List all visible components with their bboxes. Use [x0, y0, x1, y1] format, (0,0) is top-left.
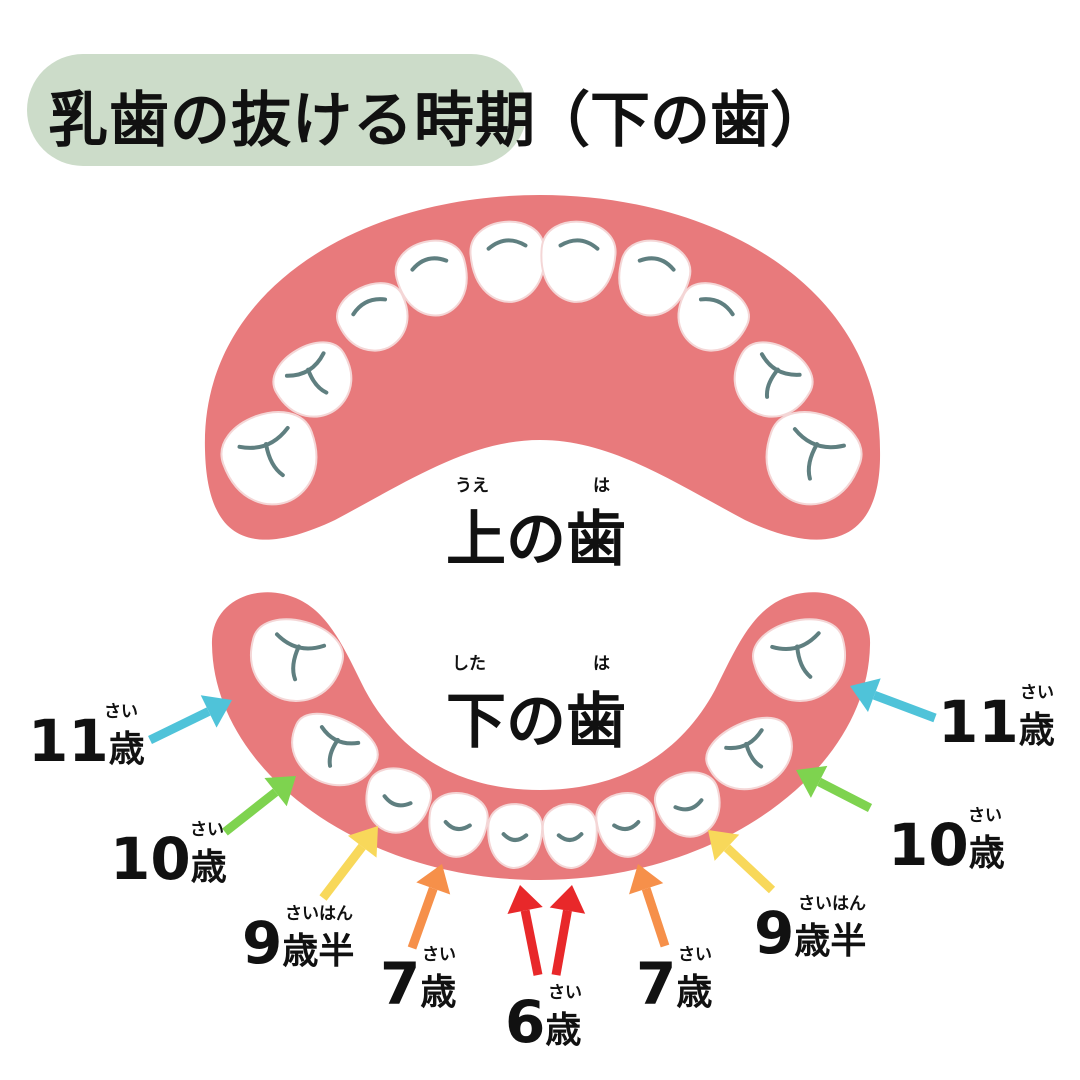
upper-label-ruby-ha: は: [593, 476, 610, 496]
lower-tooth-8: [654, 771, 721, 838]
lower-tooth-6: [541, 803, 598, 869]
age-label-right-10: 10歳: [888, 811, 1005, 879]
upper-tooth-8: [677, 282, 750, 352]
arrow-right-7: [629, 864, 670, 948]
age-right-7-ruby: さい: [678, 945, 712, 965]
age-left-9-ruby: さいはん: [285, 904, 353, 924]
age-right-10-ruby: さい: [968, 806, 1002, 826]
upper-tooth-7: [618, 239, 692, 317]
age-label-center-6: 6歳: [505, 988, 582, 1056]
title-background: [27, 54, 527, 166]
arrow-center-6-left: [507, 885, 543, 976]
arrow-right-10: [796, 765, 873, 813]
page-subtitle: （下の歯）: [530, 86, 830, 156]
upper-tooth-3: [336, 282, 409, 352]
lower-teeth-label: 下の歯: [446, 687, 626, 757]
age-label-right-11: 11歳: [938, 688, 1055, 756]
age-left-11-ruby: さい: [104, 702, 138, 722]
upper-teeth-label: 上の歯: [446, 505, 626, 575]
lower-label-ruby-ha: は: [593, 654, 610, 674]
page-title: 乳歯の抜ける時期: [48, 86, 536, 156]
arrow-left-11: [148, 695, 232, 745]
upper-tooth-6: [540, 220, 617, 303]
age-label-right-7: 7歳: [636, 950, 713, 1018]
lower-tooth-10: [752, 618, 846, 702]
age-label-left-10: 10歳: [110, 825, 227, 893]
upper-label-ruby-ue: うえ: [455, 476, 489, 496]
age-right-11-ruby: さい: [1020, 683, 1054, 703]
arrow-center-6-right: [549, 885, 586, 976]
upper-tooth-9: [733, 341, 814, 418]
age-label-left-11: 11歳: [28, 707, 145, 775]
lower-tooth-2: [291, 712, 379, 787]
arrow-left-10: [222, 776, 296, 836]
lower-label-ruby-shita: した: [452, 654, 486, 674]
upper-tooth-10: [765, 411, 863, 506]
lower-tooth-5: [487, 803, 544, 869]
age-left-10-ruby: さい: [190, 820, 224, 840]
upper-tooth-1: [220, 411, 318, 506]
arrow-right-11: [850, 678, 937, 723]
upper-tooth-2: [272, 341, 353, 418]
lower-tooth-7: [595, 792, 656, 858]
arrow-right-9: [708, 830, 776, 894]
arrow-left-9: [319, 826, 378, 901]
age-label-right-9: 9歳半: [754, 899, 867, 967]
lower-tooth-1: [250, 618, 344, 702]
lower-tooth-4: [428, 792, 489, 858]
arrow-left-7: [407, 864, 451, 950]
upper-gum: [204, 195, 881, 540]
lower-tooth-9: [705, 716, 793, 791]
age-label-left-9: 9歳半: [242, 909, 355, 977]
lower-tooth-3: [365, 767, 432, 834]
age-label-left-7: 7歳: [380, 950, 457, 1018]
age-right-9-ruby: さいはん: [798, 894, 866, 914]
upper-tooth-5: [469, 220, 546, 303]
upper-tooth-4: [394, 239, 468, 317]
age-left-7-ruby: さい: [422, 945, 456, 965]
age-center-6-ruby: さい: [548, 983, 582, 1003]
